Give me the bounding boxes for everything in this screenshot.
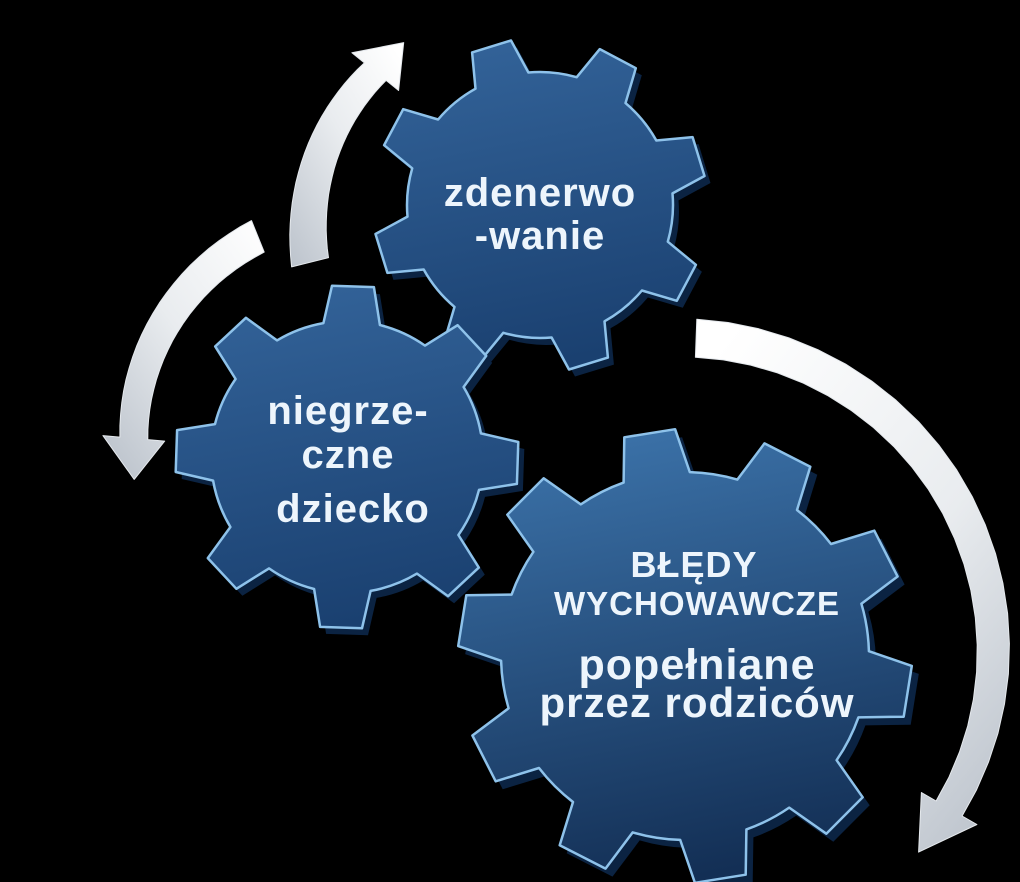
gear-bledy-wychowawcze: BŁĘDY WYCHOWAWCZE popełniane przez rodzi… <box>456 427 919 882</box>
gear-zdenerwowanie-label-line1: zdenerwo <box>444 171 636 215</box>
gear-bledy-wychowawcze-label-line1: BŁĘDY <box>630 544 757 585</box>
curved-arrow-down-left-icon <box>102 220 265 480</box>
gear-zdenerwowanie-body <box>374 39 706 371</box>
gear-zdenerwowanie-label-line2: -wanie <box>475 214 605 258</box>
curved-arrow-up-right-icon <box>289 42 405 268</box>
gear-zdenerwowanie: zdenerwo -wanie <box>374 39 711 377</box>
gear-bledy-wychowawcze-label-line3: popełniane <box>579 641 816 689</box>
gear-bledy-wychowawcze-body <box>456 427 914 882</box>
gear-bledy-wychowawcze-label-line2: WYCHOWAWCZE <box>554 585 840 622</box>
gear-niegrzeczne-dziecko-body <box>174 284 520 630</box>
curved-arrow-large-right-icon <box>694 318 1010 853</box>
gear-niegrzeczne-dziecko-label-line2: czne <box>302 433 395 477</box>
gear-niegrzeczne-dziecko-label-line3: dziecko <box>276 487 430 531</box>
gear-bledy-wychowawcze-label-line4: przez rodziców <box>539 679 854 726</box>
gear-niegrzeczne-dziecko-label-line1: niegrze- <box>267 389 428 433</box>
gear-niegrzeczne-dziecko: niegrze- czne dziecko <box>174 284 525 636</box>
